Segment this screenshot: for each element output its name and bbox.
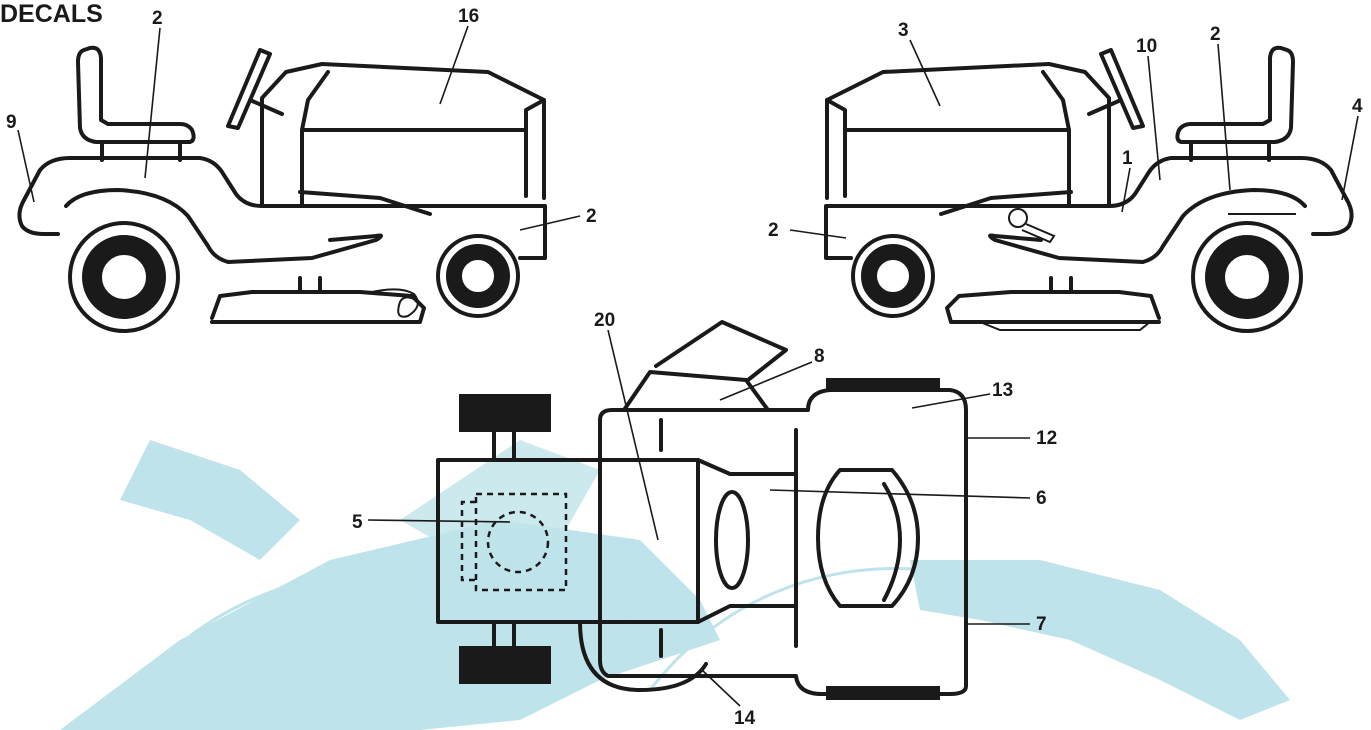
callout-left-rear: 9	[6, 112, 17, 133]
callout-top-side: 12	[1036, 428, 1057, 449]
callout-top-right-side: 7	[1036, 614, 1047, 635]
callout-top-chute: 20	[594, 310, 615, 331]
callout-top-fender: 13	[992, 380, 1013, 401]
callout-right-dash: 10	[1136, 36, 1157, 57]
callout-top-steering: 6	[1036, 488, 1047, 509]
callout-right-fender: 2	[1210, 24, 1221, 45]
callout-labels: 2 16 9 2 3 10 2 4 2 1 20 8 13 12 6 5 7 1…	[6, 6, 1363, 729]
callout-top-discharge: 8	[814, 346, 825, 367]
watermark-gear	[60, 440, 1290, 730]
callout-right-frame-front: 2	[768, 220, 779, 241]
callout-right-lever: 1	[1122, 148, 1133, 169]
callout-right-rear: 4	[1352, 96, 1363, 117]
diagram-title: DECALS	[0, 0, 103, 28]
left-tractor-side-view	[17, 45, 547, 333]
callout-top-hood: 5	[352, 512, 363, 533]
callout-right-hood: 3	[898, 20, 909, 41]
callout-left-hood: 16	[458, 6, 479, 27]
callout-leaders	[17, 25, 1359, 707]
right-tractor-side-view	[824, 45, 1354, 333]
tractor-top-view	[436, 320, 968, 700]
callout-top-bottom: 14	[734, 708, 756, 729]
callout-left-frame: 2	[586, 206, 597, 227]
callout-left-seat: 2	[152, 8, 163, 29]
